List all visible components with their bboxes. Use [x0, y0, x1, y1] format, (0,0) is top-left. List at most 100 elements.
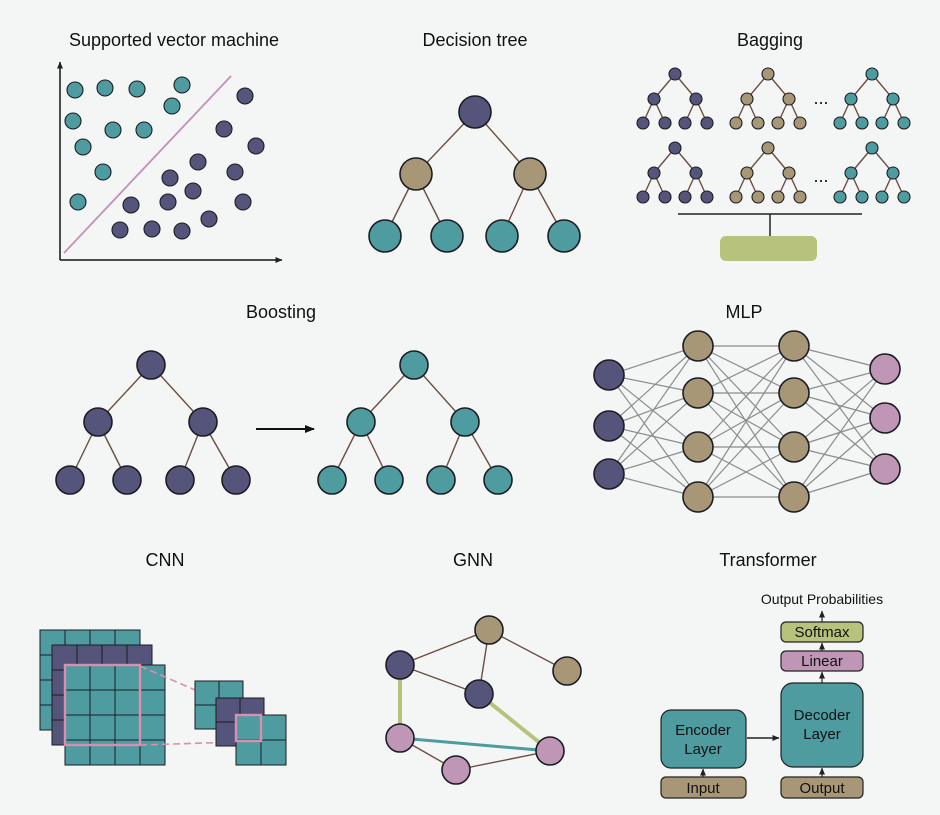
mlp-connection	[793, 345, 886, 419]
tree-leaf-node	[751, 190, 765, 204]
decision-tree	[368, 95, 581, 253]
svm-point-class-b	[226, 163, 244, 181]
tree-leaf-node	[658, 190, 672, 204]
tree-internal-node	[83, 407, 113, 437]
decoder-layer-box	[780, 682, 864, 768]
tree-leaf-node	[221, 465, 251, 495]
tree-internal-node	[782, 166, 796, 180]
gnn-node	[552, 656, 582, 686]
svm-point-class-a	[128, 80, 146, 98]
mlp-hidden-neuron	[682, 481, 714, 513]
svm-point-class-a	[173, 76, 191, 94]
bagging-aggregation-bar	[720, 236, 817, 261]
cnn-cell	[64, 664, 91, 691]
cnn-pooled-map-front	[235, 714, 287, 766]
svm-point-class-a	[69, 193, 87, 211]
transformer-diagram: Output Probabilities Softmax Linear Deco…	[660, 591, 883, 799]
mlp-hidden-neuron	[778, 481, 810, 513]
generated-shapes	[39, 67, 911, 785]
svm-point-class-b	[189, 153, 207, 171]
mlp-network	[593, 330, 901, 513]
tree-leaf-node	[875, 190, 889, 204]
mlp-connection	[697, 392, 795, 448]
tree-leaf-node	[875, 116, 889, 130]
mlp-title: MLP	[725, 302, 762, 322]
tree-leaf-node	[165, 465, 195, 495]
tree-leaf-node	[636, 190, 650, 204]
tree-leaf-node	[855, 116, 869, 130]
tree-leaf-node	[855, 190, 869, 204]
tree-leaf-node	[317, 465, 347, 495]
mlp-connection	[697, 345, 795, 448]
mlp-connection	[608, 392, 699, 475]
cnn-cell	[114, 739, 141, 766]
bagging-ellipsis-top: ...	[813, 88, 828, 108]
decision-tree-title: Decision tree	[422, 30, 527, 50]
cnn-cell	[260, 714, 287, 741]
tree-leaf-node	[751, 116, 765, 130]
encoder-label-line1: Encoder	[675, 722, 731, 739]
cnn-pooled-highlight	[234, 713, 263, 743]
svm-point-class-a	[135, 121, 153, 139]
tree-leaf-node	[771, 190, 785, 204]
gnn-node	[464, 679, 494, 709]
gnn-edge	[399, 629, 490, 666]
bagging-tree	[636, 67, 714, 130]
tree-leaf-node	[55, 465, 85, 495]
tree-leaf-node	[897, 116, 911, 130]
tree-leaf-node	[678, 116, 692, 130]
output-probabilities-label: Output Probabilities	[761, 591, 883, 607]
svm-point-class-b	[184, 182, 202, 200]
svm-point-class-a	[74, 138, 92, 156]
cnn-cell	[235, 739, 262, 766]
svm-point-class-a	[64, 112, 82, 130]
gnn-message-edge	[399, 736, 551, 753]
mlp-input-neuron	[593, 359, 625, 391]
mlp-hidden-neuron	[682, 431, 714, 463]
mlp-connection	[697, 345, 795, 498]
svm-point-class-a	[66, 81, 84, 99]
cnn-cell	[260, 739, 287, 766]
cnn-cell	[194, 704, 220, 730]
cnn-cell	[114, 714, 141, 741]
tree-leaf-node	[897, 190, 911, 204]
cnn-cell	[114, 689, 141, 716]
mlp-connection	[697, 392, 795, 498]
cnn-diagram	[39, 629, 287, 766]
mlp-hidden-neuron	[682, 330, 714, 362]
cnn-title: CNN	[146, 550, 185, 570]
tree-leaf-node	[483, 465, 513, 495]
svm-point-class-b	[173, 222, 191, 240]
tree-internal-node	[886, 166, 900, 180]
cnn-cell	[194, 680, 220, 706]
cnn-cell	[114, 664, 141, 691]
svm-point-class-b	[143, 220, 161, 238]
cnn-cell	[89, 664, 116, 691]
tree-root-node	[458, 95, 492, 129]
svm-point-class-b	[236, 87, 254, 105]
cnn-cell	[139, 714, 166, 741]
output-label: Output	[799, 780, 845, 797]
mlp-connection	[697, 446, 795, 498]
tree-internal-node	[346, 407, 376, 437]
tree-leaf-node	[426, 465, 456, 495]
bagging-tree	[729, 67, 807, 130]
tree-leaf-node	[833, 116, 847, 130]
svm-point-class-a	[94, 163, 112, 181]
gnn-node	[535, 736, 565, 766]
tree-root-node	[399, 350, 429, 380]
tree-leaf-node	[833, 190, 847, 204]
cnn-cell	[235, 714, 262, 741]
boosting-tree-boosted	[317, 350, 513, 495]
cnn-cell	[89, 689, 116, 716]
mlp-input-neuron	[593, 410, 625, 442]
encoder-label-line2: Layer	[684, 741, 722, 758]
bagging-ellipsis-bottom: ...	[813, 166, 828, 186]
cnn-cell	[64, 689, 91, 716]
cnn-cell	[139, 739, 166, 766]
tree-leaf-node	[374, 465, 404, 495]
tree-internal-node	[740, 92, 754, 106]
mlp-hidden-neuron	[778, 330, 810, 362]
cnn-cell	[89, 739, 116, 766]
